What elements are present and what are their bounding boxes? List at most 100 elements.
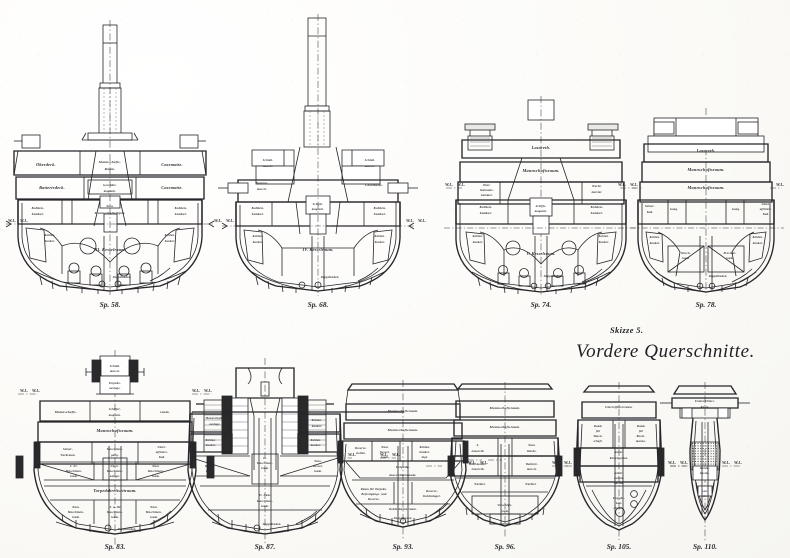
compartment-label: cir.	[703, 494, 708, 498]
compartment-label: massiv.	[527, 467, 537, 471]
wl-mark: W.L.	[32, 388, 40, 393]
compartment-label: Anker-	[613, 450, 624, 454]
compartment-label: Lan-	[701, 489, 709, 493]
compartment-label: lage.	[422, 455, 429, 459]
compartment-label: kasten.	[614, 481, 624, 485]
compartment-label: Kohlen-	[471, 234, 483, 238]
frame-number-label: Sp. 68.	[308, 300, 329, 309]
waterline-marks: W.L. W.L. W.L. W.L. W.L. W.L. W.L. W.L. …	[8, 182, 784, 465]
section-sp87	[187, 358, 404, 545]
compartment-label: Doppelboden.	[117, 527, 137, 531]
compartment-label: bunker.	[650, 241, 661, 245]
compartment-label: Wacht-	[592, 184, 602, 188]
frame-number-label: Sp. 83.	[105, 542, 126, 551]
wl-mark: W.L.	[468, 460, 476, 465]
compartment-label: raum.	[314, 469, 322, 473]
sheet-title: Vordere Querschnitte.	[576, 341, 755, 362]
frame-number-label: Sp. 87.	[255, 542, 276, 551]
compartment-label: Doppelboden.	[112, 275, 132, 279]
section-sp105	[552, 382, 686, 540]
wl-mark: W.L.	[348, 452, 356, 457]
compartment-label: offiziers-	[760, 207, 773, 211]
compartment-label: bunker.	[206, 443, 217, 447]
compartment-label: kammer.	[481, 193, 493, 197]
compartment-label: Seiner-	[63, 447, 73, 451]
compartment-label: Kohlen-	[251, 234, 263, 238]
compartment-label: Vorschiffs-	[497, 503, 512, 507]
compartment-label: manns.	[636, 439, 646, 443]
compartment-label: IV. Kesselraum.	[302, 247, 334, 252]
compartment-label: Lan-	[615, 501, 623, 505]
wl-mark: W.L.	[668, 460, 676, 465]
sketch-number: Skizze 5.	[610, 326, 643, 335]
wl-mark: W.L.	[418, 218, 426, 223]
compartment-label: raum.	[111, 515, 119, 519]
compartment-label: Kohlen-	[372, 206, 387, 210]
compartment-label: Anker-	[613, 471, 624, 475]
compartment-label: raum.	[261, 466, 269, 470]
compartment-label: Schiffs-	[313, 202, 324, 206]
compartment-label: massiv.	[110, 369, 120, 373]
compartment-label: Werkraum.	[60, 453, 75, 457]
wl-mark: W.L.	[564, 460, 572, 465]
compartment-label: Kad.	[646, 210, 653, 214]
boat-right-sp74	[587, 123, 619, 131]
frame-number-label: Sp. 96.	[495, 542, 516, 551]
compartment-label: Maschinen-	[256, 461, 273, 465]
compartment-label: Reserve-	[426, 489, 438, 493]
wl-mark: W.L.	[630, 182, 638, 187]
compartment-label: bunker.	[375, 240, 386, 244]
frame-number-label: Sp. 105.	[607, 542, 632, 551]
section-sp58	[5, 20, 215, 296]
compartment-label: Casematte.	[161, 185, 182, 190]
wl-mark: W.L.	[392, 452, 400, 457]
compartment-label: Mannschaftsraum.	[489, 406, 521, 410]
wl-mark: W.L.	[20, 388, 28, 393]
compartment-label: bunker.	[591, 211, 603, 215]
compartment-label: Batteriedeck.	[38, 185, 65, 190]
compartment-label: Mannschaftsraum.	[387, 428, 419, 432]
battery-deck-sp58	[15, 176, 205, 200]
compartment-label: Mannschaftsdepot.	[94, 211, 126, 215]
compartment-label: bunker.	[599, 240, 610, 244]
compartment-label: Kohlen-	[751, 235, 763, 239]
compartment-label: Raum für Torpedo-	[361, 487, 387, 491]
compartment-label: Werklei.	[474, 482, 485, 486]
compartment-label: Lazareth.	[531, 145, 551, 150]
compartment-label: Unteroffiziersraum.	[605, 405, 633, 409]
compartment-label: Torpedobreitseitraum.	[93, 488, 136, 493]
title-block: Skizze 5. Vordere Querschnitte.	[576, 326, 755, 362]
compartment-label: anlage.	[110, 474, 120, 478]
frame-number-label: Sp. 110.	[693, 542, 717, 551]
compartment-label: Oberdeck.	[36, 162, 56, 167]
compartment-label: bunker.	[165, 239, 176, 243]
compartment-label: auslage.	[209, 422, 221, 426]
compartment-label: Kad.	[762, 212, 769, 216]
compartment-label: leutnants-	[480, 188, 494, 192]
compartment-label: Schieß-	[263, 158, 273, 162]
compartment-label: magazin.	[104, 189, 117, 193]
compartment-label: Num.	[149, 505, 158, 509]
wl-mark: W.L.	[552, 460, 560, 465]
compartment-label: Kohlen-	[250, 206, 265, 210]
compartment-label: Unter-	[761, 202, 770, 206]
compartment-label: II. Num.	[258, 493, 271, 497]
compartment-label: raum.	[70, 474, 78, 478]
compartment-label: Werklei.	[525, 482, 536, 486]
compartment-label: Num.	[105, 204, 114, 208]
compartment-label: magazin.	[109, 413, 122, 417]
compartment-label: gang.	[110, 453, 119, 457]
compartment-label: Befestigungs- und	[360, 492, 387, 496]
compartment-label: raum.	[261, 504, 269, 508]
compartment-label: bunker.	[374, 212, 386, 216]
compartment-label: bunker.	[473, 240, 484, 244]
wl-mark: W.L.	[20, 218, 28, 223]
compartment-label: bunker.	[45, 239, 56, 243]
compartment-label: bunker-	[420, 450, 431, 454]
compartment-label: Maschinen-	[147, 469, 164, 473]
compartment-label: bunker.	[312, 424, 323, 428]
funnel-sp68	[303, 17, 331, 148]
compartment-label: Raum	[637, 424, 646, 428]
compartment-label: massiv.	[263, 164, 273, 168]
section-sp78	[630, 108, 784, 296]
